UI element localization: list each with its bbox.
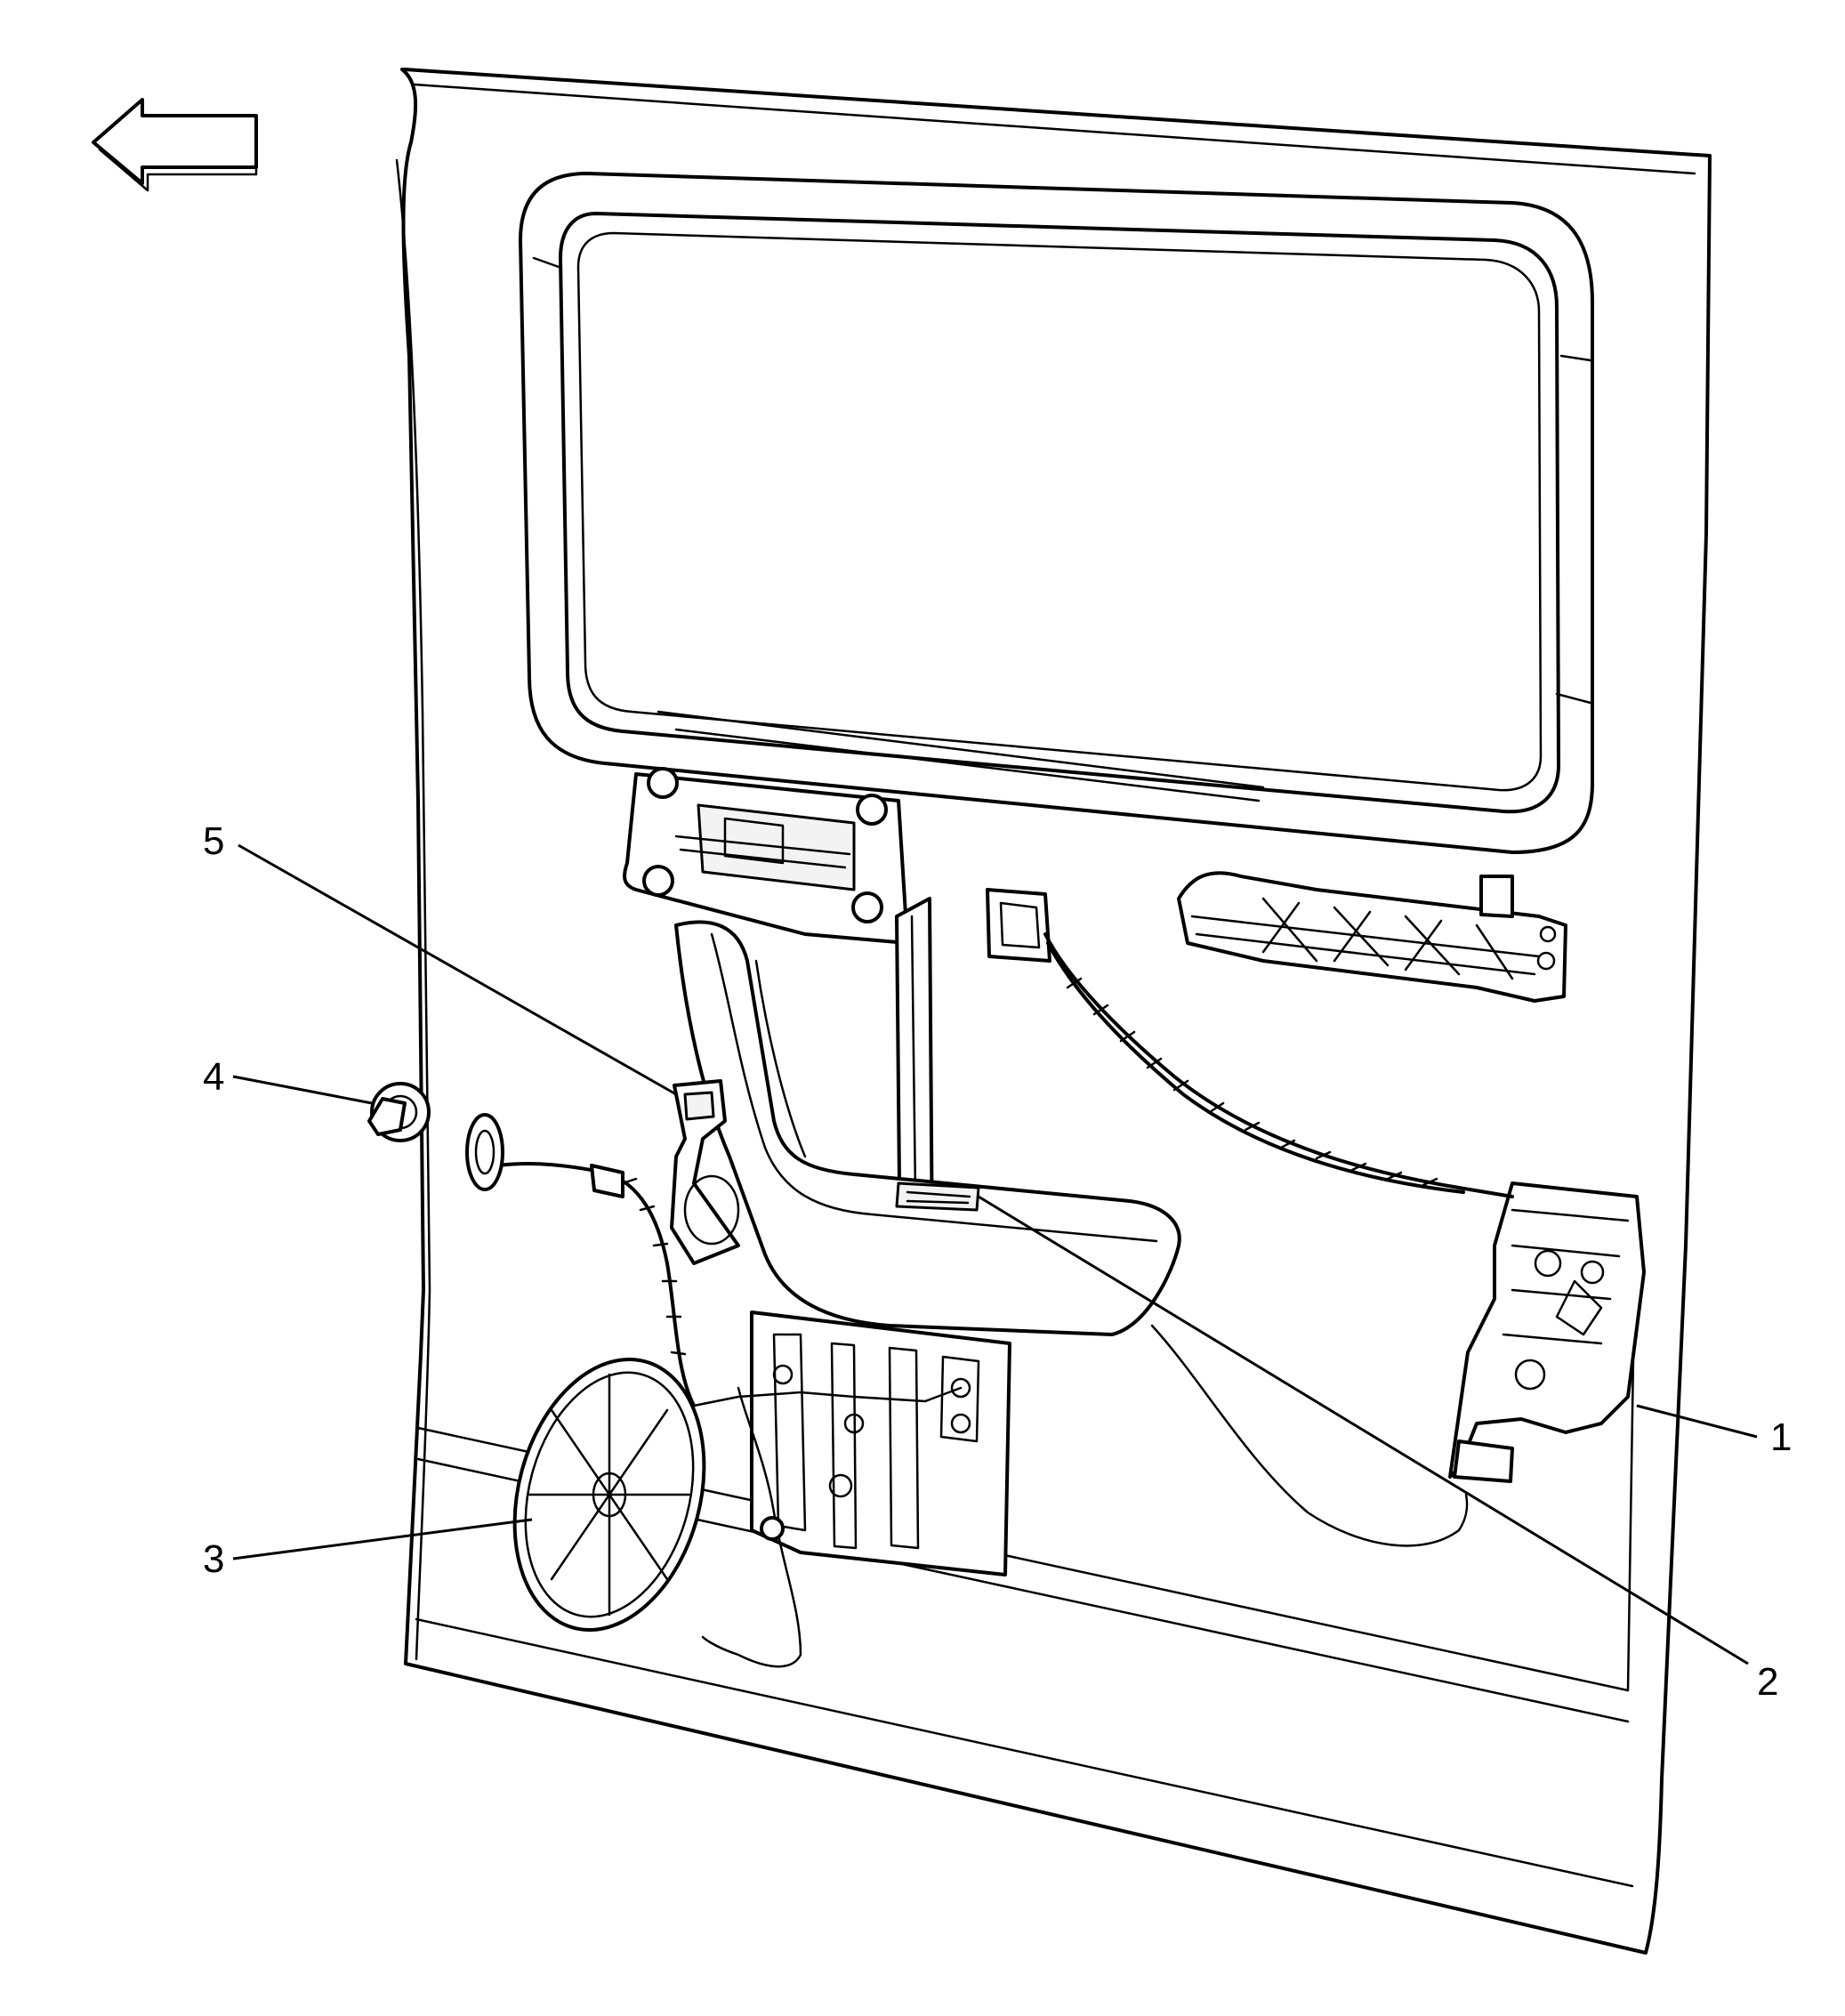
water-deflector-disc: [512, 1357, 706, 1633]
window-frame: [519, 172, 1594, 854]
grommet-harness: [496, 1162, 963, 1668]
actuator-cable: [1150, 1324, 1469, 1547]
callout-labels: 1 2 3 4 5: [203, 819, 1792, 1704]
wiring-harness: [1043, 932, 1514, 1198]
door-latch-assembly: [1448, 1181, 1646, 1483]
leader-4: [232, 1075, 373, 1105]
callout-1: 1: [1770, 1415, 1792, 1459]
callout-3: 3: [203, 1537, 224, 1581]
leader-3: [232, 1518, 533, 1560]
callout-2: 2: [1757, 1660, 1778, 1704]
callout-leaders: [232, 843, 1758, 1665]
inside-handle-assembly: [623, 767, 909, 945]
grommet-connector: [367, 1082, 624, 1198]
outside-handle: [1177, 871, 1567, 1003]
leader-1: [1636, 1404, 1758, 1439]
handle-lock-module: [986, 888, 1051, 963]
arrow-left-icon: [92, 98, 258, 192]
door-panel: [395, 68, 1712, 1955]
callout-5: 5: [203, 819, 224, 863]
lower-lock-actuator: [750, 1310, 1011, 1577]
leader-2: [978, 1195, 1749, 1665]
handle-bracket: [670, 1079, 740, 1265]
fastener: [760, 1516, 785, 1541]
leader-5: [238, 843, 677, 1096]
callout-4: 4: [203, 1055, 224, 1099]
